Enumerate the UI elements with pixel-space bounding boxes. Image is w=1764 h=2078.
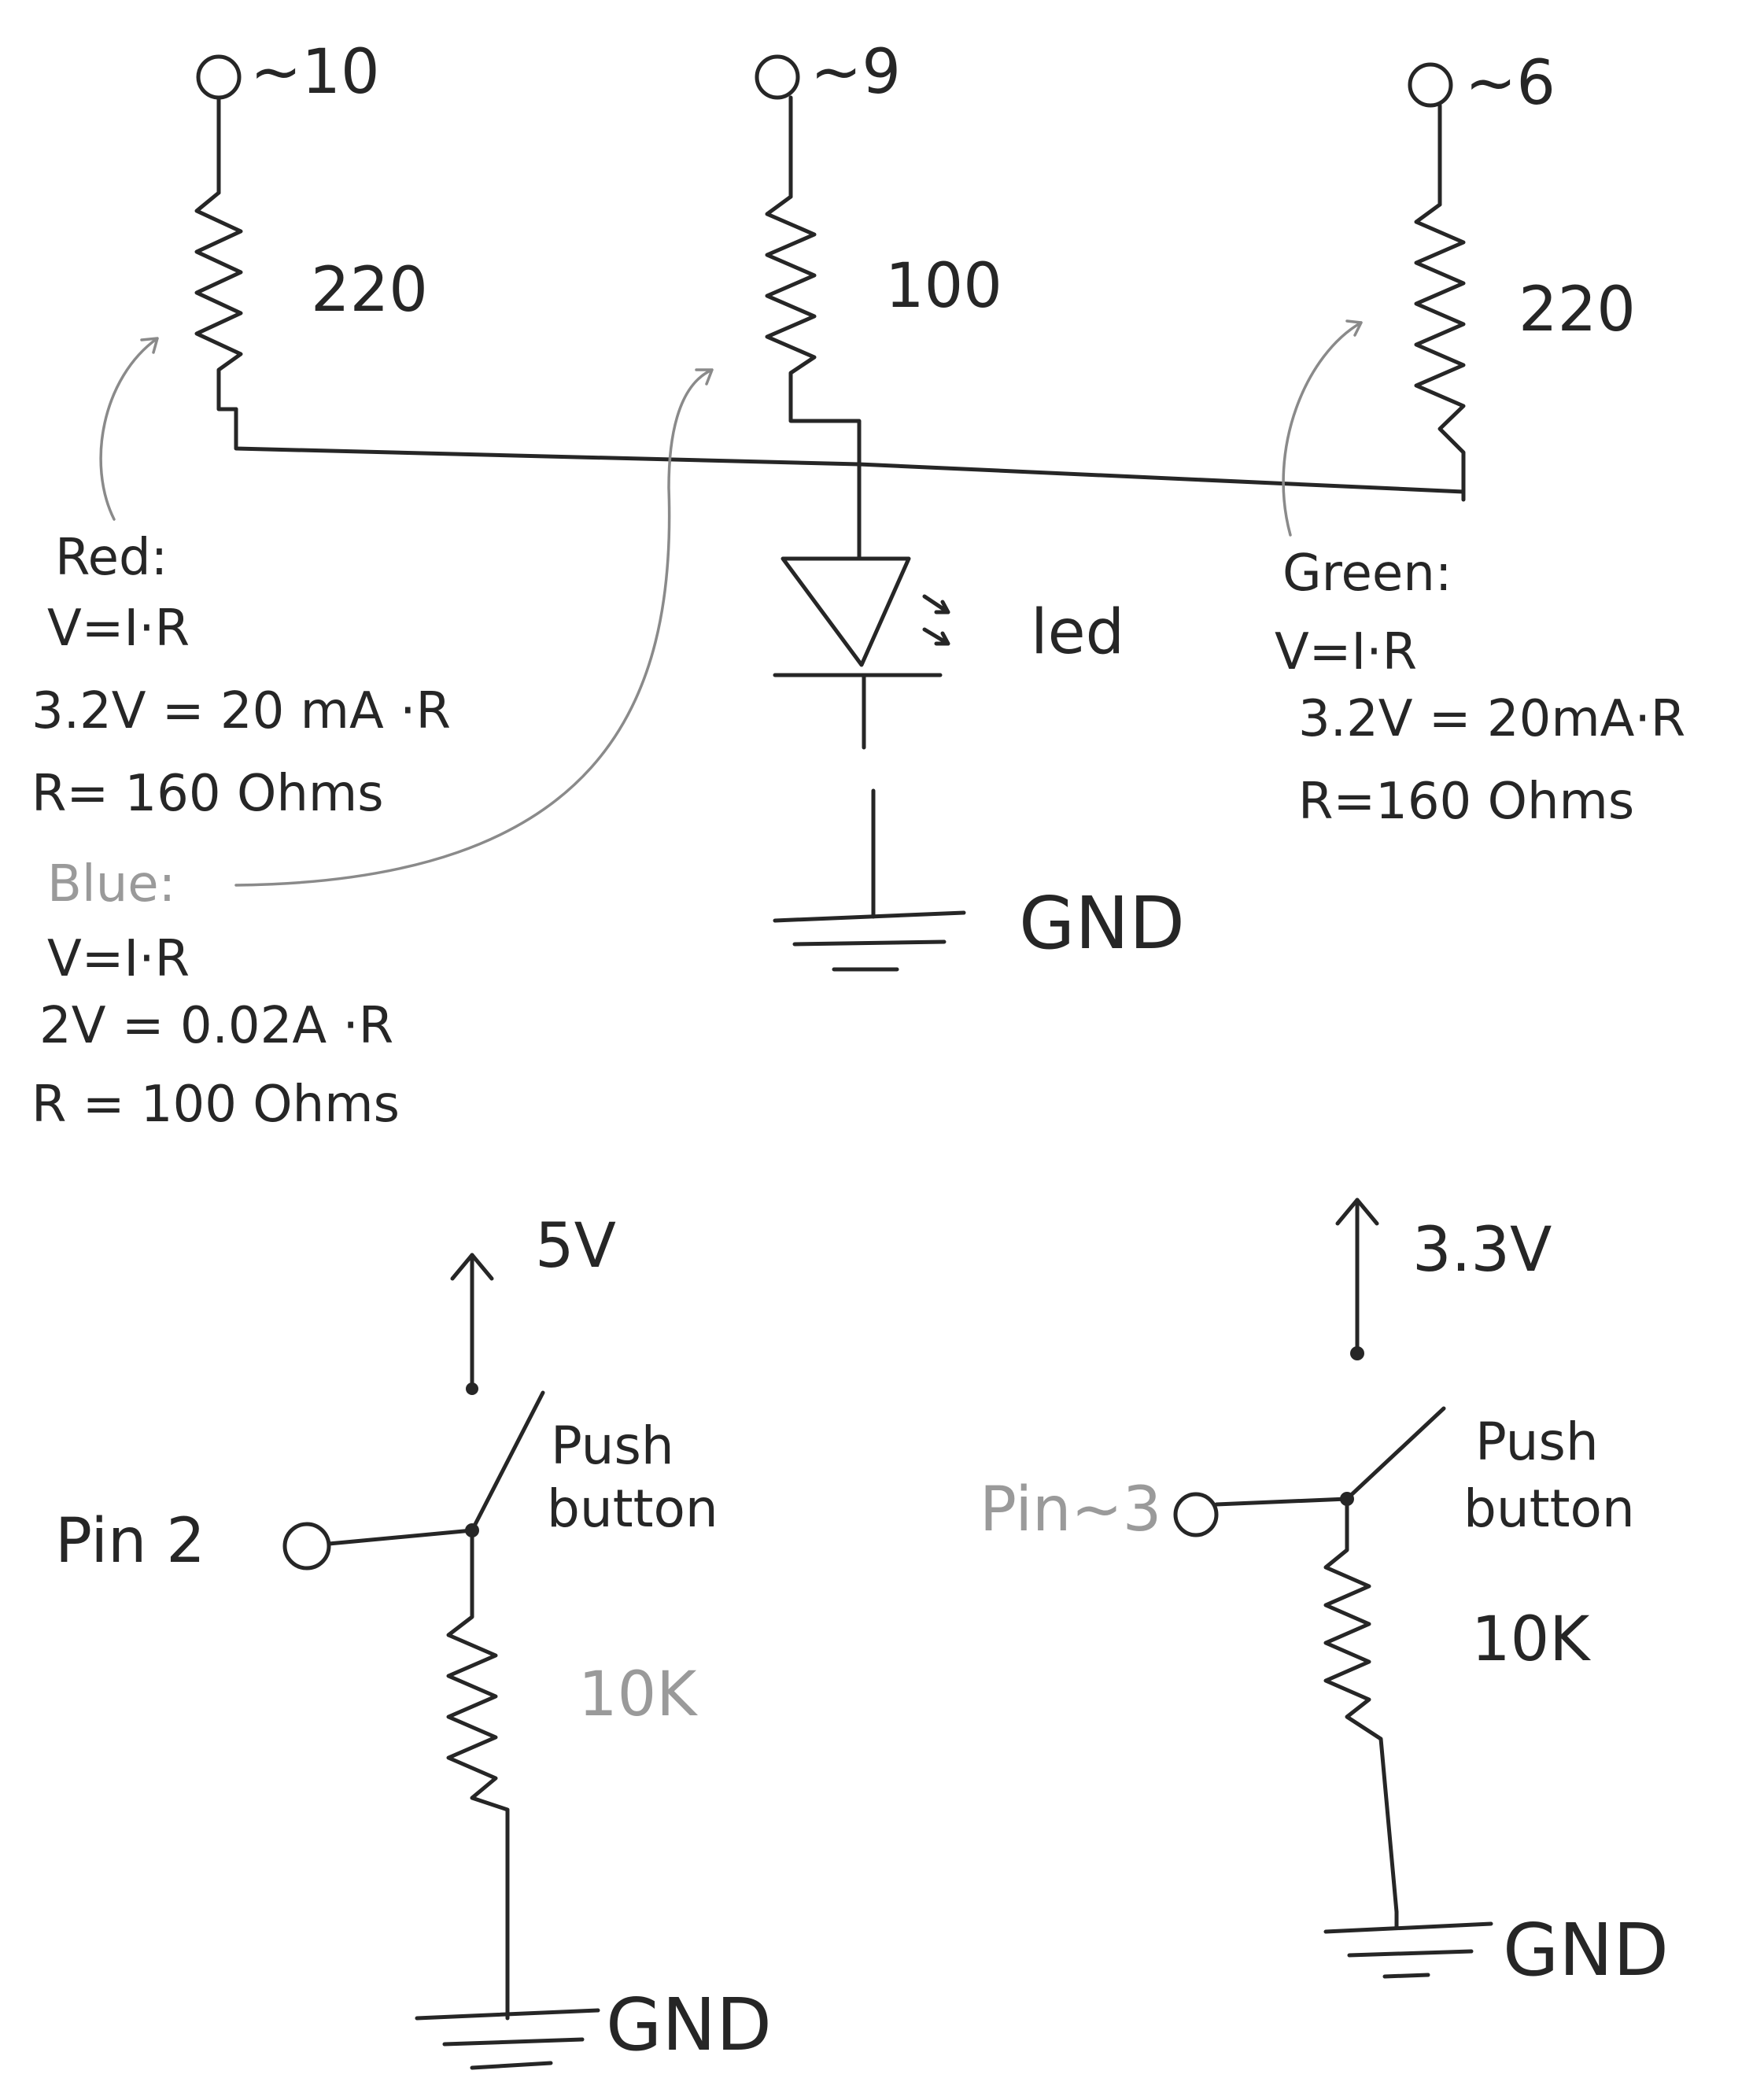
button-circuit-right: 3.3V Push button Pin~3 10K GND	[980, 1198, 1669, 1992]
green-line-2: 3.2V = 20mA·R	[1298, 690, 1685, 748]
red-line-2: 3.2V = 20 mA ·R	[31, 682, 451, 740]
resistor-10k-left-value: 10K	[578, 1659, 698, 1730]
supply-label-right: 3.3V	[1412, 1215, 1552, 1286]
pin-2-label: Pin 2	[55, 1506, 205, 1577]
button-label-right: button	[1463, 1478, 1635, 1539]
resistor-blue-value: 100	[885, 251, 1002, 322]
red-line-3: R= 160 Ohms	[31, 765, 384, 823]
pin-9-terminal	[755, 54, 800, 199]
pin-6-terminal	[1408, 62, 1453, 207]
red-title: Red:	[55, 529, 168, 587]
push-button-switch-left	[470, 1390, 545, 1533]
resistor-green-value: 220	[1519, 275, 1636, 345]
resistor-green-symbol	[1414, 202, 1466, 502]
resistor-red-value: 220	[311, 255, 428, 326]
red-calculation: Red: V=I·R 3.2V = 20 mA ·R R= 160 Ohms	[31, 529, 451, 823]
supply-arrow-left	[450, 1253, 494, 1395]
led-symbol	[773, 462, 950, 750]
green-title: Green:	[1282, 544, 1452, 603]
common-bus-wire	[234, 407, 1466, 494]
pin-10-label: ~10	[250, 37, 380, 108]
push-button-switch-right	[1345, 1406, 1446, 1501]
green-line-3: R=160 Ohms	[1298, 773, 1634, 831]
pin-2-terminal	[282, 1522, 331, 1570]
pin-3-terminal	[1173, 1492, 1219, 1537]
green-arrow	[1282, 319, 1363, 537]
ground-label-left: GND	[606, 1983, 772, 2067]
push-label-right: Push	[1475, 1412, 1599, 1472]
supply-arrow-right	[1335, 1198, 1379, 1360]
blue-title: Blue:	[47, 855, 175, 914]
ground-label-right: GND	[1503, 1908, 1669, 1992]
pin-10-terminal	[196, 54, 242, 195]
resistor-10k-right-value: 10K	[1471, 1604, 1591, 1675]
blue-line-3: R = 100 Ohms	[31, 1076, 400, 1134]
green-calculation: Green: V=I·R 3.2V = 20mA·R R=160 Ohms	[1275, 544, 1685, 831]
pin-9-label: ~9	[810, 37, 901, 108]
red-line-1: V=I·R	[47, 600, 190, 658]
blue-arrow	[234, 368, 714, 887]
red-arrow	[99, 337, 159, 521]
resistor-blue-symbol	[765, 194, 862, 467]
button-circuit-left: 5V Push button Pin 2 10K GND	[55, 1211, 772, 2070]
green-line-1: V=I·R	[1275, 623, 1417, 681]
ground-label-top: GND	[1019, 881, 1185, 965]
blue-calculation: Blue: V=I·R 2V = 0.02A ·R R = 100 Ohms	[31, 855, 400, 1134]
button-label-left: button	[547, 1478, 718, 1539]
blue-line-2: 2V = 0.02A ·R	[39, 997, 393, 1055]
resistor-red-symbol	[194, 190, 243, 412]
push-label-left: Push	[551, 1415, 674, 1476]
resistor-10k-left-symbol	[446, 1528, 510, 2001]
ground-symbol-right	[1323, 1910, 1493, 1979]
pin-3-label: Pin~3	[980, 1475, 1161, 1545]
ground-symbol-left	[415, 1996, 600, 2070]
pin-6-label: ~6	[1465, 48, 1555, 119]
resistor-10k-right-symbol	[1323, 1497, 1399, 1914]
rgb-led-circuit: ~10 220 ~9 100 ~6 220 led	[99, 37, 1636, 972]
ground-symbol-top	[773, 788, 966, 972]
led-label: led	[1031, 597, 1124, 668]
blue-line-1: V=I·R	[47, 930, 190, 988]
supply-label-left: 5V	[535, 1211, 616, 1282]
